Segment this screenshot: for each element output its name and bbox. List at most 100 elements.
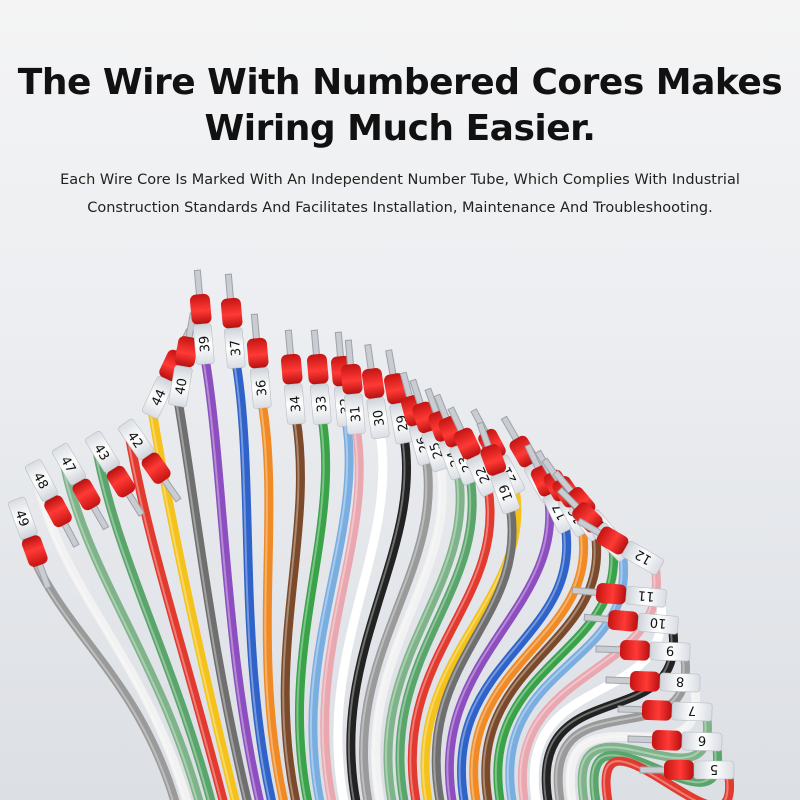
ferrule [141,452,171,484]
ferrule [306,353,329,385]
tube-number: 33 [314,395,330,413]
tube-number: 44 [149,387,170,408]
tube-number: 47 [57,454,78,476]
wire-highlight [372,463,442,800]
ferrule [664,760,694,780]
wire-strand [250,313,261,342]
wire-terminal: 48 [24,459,80,548]
wire-terminal: 40 [168,312,199,408]
wire-terminal: 9 [595,639,691,662]
wire-terminal: 19 [476,421,520,515]
wire-core [173,395,252,800]
number-tube [310,383,332,425]
number-tube [284,383,306,425]
tube-number: 12 [633,546,655,567]
number-tube [681,731,723,752]
tube-number: 5 [710,761,718,776]
wire-strand [224,273,235,302]
tube-number: 49 [12,508,32,529]
wire-highlight [384,471,460,800]
wire-core [231,357,276,800]
wire-terminal: 8 [605,670,701,693]
wire-core [320,423,364,800]
wire-highlight [543,624,673,800]
wire-core [200,353,264,800]
wire-terminal: 30 [361,343,390,440]
ferrule [596,526,629,555]
wire-core [383,467,465,800]
wire-terminal: 42 [118,418,182,503]
number-tube [490,471,520,515]
wire-terminal: 36 [246,313,272,409]
wire-highlight [125,427,222,800]
ferrule [629,670,661,692]
wire-core [280,413,305,800]
tube-number: 40 [173,377,191,396]
wire-core [123,423,228,800]
wire-core [90,435,216,800]
wire-core [346,432,412,800]
wire-terminal: 7 [617,699,713,722]
wire-core [358,453,433,800]
tube-number: 36 [254,379,270,397]
header: The Wire With Numbered Cores Makes Wirin… [0,0,800,222]
wire-bundle [13,353,734,800]
wire-highlight [92,439,210,800]
wire-terminal: 34 [280,329,306,425]
wire-highlight [59,451,198,800]
tube-number: 7 [688,702,697,717]
wire-highlight [531,597,661,800]
number-tube [250,367,272,409]
number-tube [224,327,246,369]
wire-highlight [233,361,271,800]
wire-core [407,483,495,800]
ferrule [453,427,481,460]
wire-core [30,463,192,800]
tube-number: 30 [371,409,388,427]
wire-core [601,756,734,800]
number-tube [649,641,691,662]
wire-highlight [409,487,489,800]
wire-strand [605,676,633,685]
wire-highlight [334,431,382,800]
wire-highlight [175,399,247,800]
ferrule [607,609,639,632]
wire-highlight [482,531,596,800]
wire-core [294,413,331,800]
wire-terminal: 29 [383,349,414,445]
ferrule [361,368,385,399]
ferrule [21,535,48,567]
wire-strand [310,329,321,358]
headline-line-2: Wiring Much Easier. [204,108,596,149]
wire-terminal: 43 [85,430,145,517]
wire-core [333,427,388,800]
wire-terminal: 39 [189,269,215,365]
number-tube [637,613,679,635]
ferrule [383,373,407,405]
number-tube [344,393,366,435]
wire-terminal: 47 [52,443,110,531]
wire-highlight [32,467,186,800]
wire-strand [617,705,645,714]
wire-terminal: 10 [583,609,679,635]
ferrule [480,444,507,476]
wire-terminal: 5 [639,760,735,780]
wire-terminal: 31 [340,339,366,435]
number-tube [693,760,735,780]
tube-number: 48 [30,470,51,492]
ferrule [572,502,603,533]
description-line-1: Each Wire Core Is Marked With An Indepen… [60,172,740,188]
ferrule [220,297,243,329]
wire-strand [60,520,80,548]
ferrule [246,337,269,369]
tube-number: 19 [497,482,517,503]
wire-core [395,472,477,800]
wire-strand [334,331,345,360]
wire-highlight [519,564,656,800]
wire-strand [284,329,295,358]
wire-highlight [494,539,613,800]
wire-highlight [202,357,259,800]
ferrule [595,582,627,605]
wire-core [308,415,354,800]
